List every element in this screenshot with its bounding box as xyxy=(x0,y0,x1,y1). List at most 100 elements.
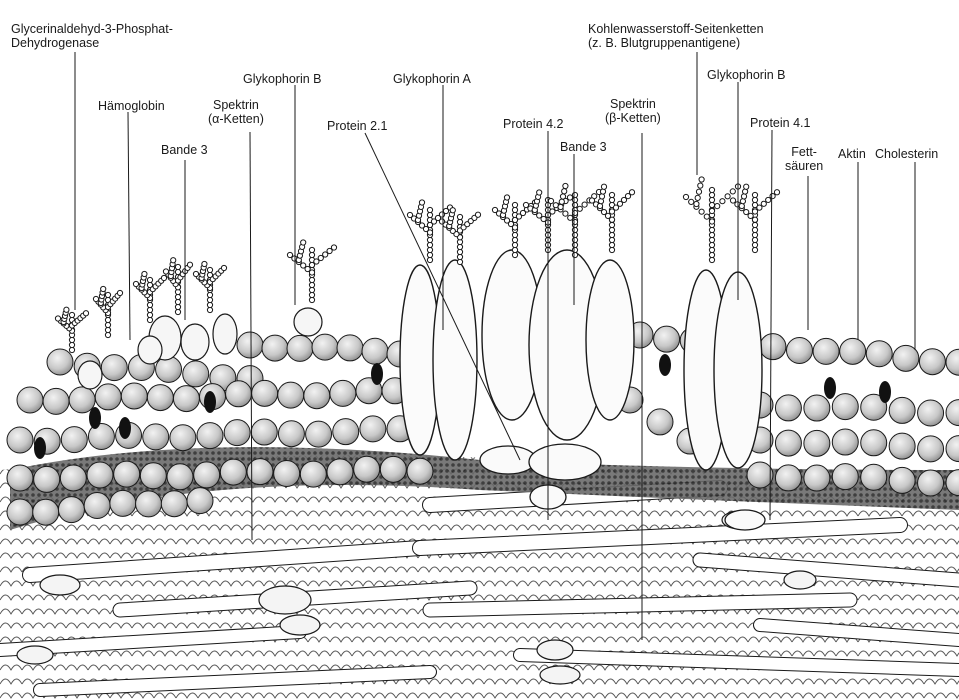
carbohydrate-unit xyxy=(709,247,714,252)
lipid-head xyxy=(775,395,801,421)
lipid-head xyxy=(804,395,830,421)
cholesterol-molecule xyxy=(89,407,101,429)
lipid-head xyxy=(7,465,33,491)
carbohydrate-unit xyxy=(730,189,735,194)
label-glykophorin-b-right: Glykophorin B xyxy=(707,68,786,82)
lipid-head xyxy=(312,334,338,360)
lipid-head xyxy=(407,458,433,484)
carbohydrate-unit xyxy=(709,219,714,224)
label-cholesterin: Cholesterin xyxy=(875,147,938,161)
protein-complex xyxy=(725,510,765,530)
carbohydrate-unit xyxy=(427,257,432,262)
lipid-head xyxy=(946,400,959,426)
lipid-head xyxy=(156,356,182,382)
lipid-head xyxy=(760,334,786,360)
lipid-head xyxy=(327,459,353,485)
lipid-head xyxy=(832,464,858,490)
lipid-head xyxy=(861,430,887,456)
carbohydrate-unit xyxy=(752,222,757,227)
lipid-head xyxy=(647,409,673,435)
carbohydrate-unit xyxy=(117,290,122,295)
carbohydrate-unit xyxy=(572,219,577,224)
carbohydrate-unit xyxy=(175,309,180,314)
cytoskeleton-node xyxy=(40,575,80,595)
carbohydrate-unit xyxy=(419,200,424,205)
lipid-head xyxy=(889,397,915,423)
cholesterol-molecule xyxy=(119,417,131,439)
carbohydrate-unit xyxy=(105,317,110,322)
carbohydrate-unit xyxy=(450,208,455,213)
carbohydrate-unit xyxy=(752,237,757,242)
carbohydrate-unit xyxy=(309,287,314,292)
carbohydrate-unit xyxy=(55,316,60,321)
cytoskeleton-node xyxy=(537,640,573,660)
carbohydrate-unit xyxy=(715,204,720,209)
carbohydrate-unit xyxy=(698,183,703,188)
cytoskeleton-node xyxy=(17,646,53,664)
carbohydrate-unit xyxy=(512,242,517,247)
carbohydrate-unit xyxy=(105,332,110,337)
lipid-head xyxy=(262,335,288,361)
lipid-head xyxy=(167,464,193,490)
carbohydrate-unit xyxy=(695,195,700,200)
carbohydrate-unit xyxy=(69,347,74,352)
lipid-head xyxy=(69,387,95,413)
carbohydrate-unit xyxy=(427,242,432,247)
lipid-head xyxy=(140,463,166,489)
carbohydrate-unit xyxy=(133,281,138,286)
carbohydrate-unit xyxy=(512,247,517,252)
lipid-head xyxy=(194,462,220,488)
carbohydrate-unit xyxy=(599,194,604,199)
lipid-head xyxy=(866,341,892,367)
carbohydrate-unit xyxy=(427,207,432,212)
lipid-head xyxy=(804,430,830,456)
carbohydrate-unit xyxy=(563,183,568,188)
carbohydrate-unit xyxy=(689,199,694,204)
surface-protein xyxy=(78,361,102,389)
label-haemoglobin: Hämoglobin xyxy=(98,99,165,113)
lipid-head xyxy=(84,492,110,518)
carbohydrate-unit xyxy=(83,311,88,316)
carbohydrate-unit xyxy=(609,227,614,232)
carbohydrate-unit xyxy=(572,202,577,207)
carbohydrate-unit xyxy=(427,247,432,252)
lipid-head xyxy=(60,465,86,491)
carbohydrate-unit xyxy=(427,252,432,257)
carbohydrate-unit xyxy=(752,192,757,197)
carbohydrate-unit xyxy=(105,322,110,327)
lipid-head xyxy=(918,470,944,496)
lipid-head xyxy=(226,381,252,407)
carbohydrate-unit xyxy=(696,189,701,194)
carbohydrate-unit xyxy=(427,212,432,217)
lipid-head xyxy=(654,326,680,352)
carbohydrate-unit xyxy=(287,252,292,257)
carbohydrate-unit xyxy=(202,261,207,266)
carbohydrate-unit xyxy=(523,202,528,207)
lipid-head xyxy=(889,433,915,459)
carbohydrate-unit xyxy=(407,212,412,217)
label-kohlenwasserstoff: Kohlenwasserstoff-Seitenketten(z. B. Blu… xyxy=(588,22,764,50)
carbohydrate-unit xyxy=(93,296,98,301)
carbohydrate-unit xyxy=(699,209,704,214)
cytoskeleton-node xyxy=(259,586,311,614)
carbohydrate-unit xyxy=(709,192,714,197)
carbohydrate-unit xyxy=(694,201,699,206)
lipid-head xyxy=(787,337,813,363)
lipid-head xyxy=(61,427,87,453)
carbohydrate-unit xyxy=(709,237,714,242)
lipid-head xyxy=(136,491,162,517)
lipid-head xyxy=(946,349,959,375)
lipid-head xyxy=(861,464,887,490)
carbohydrate-unit xyxy=(709,208,714,213)
carbohydrate-unit xyxy=(609,232,614,237)
carbohydrate-unit xyxy=(101,286,106,291)
carbohydrate-unit xyxy=(105,292,110,297)
carbohydrate-unit xyxy=(309,277,314,282)
carbohydrate-unit xyxy=(744,184,749,189)
carbohydrate-unit xyxy=(558,204,563,209)
transmembrane-protein xyxy=(586,260,634,420)
carbohydrate-unit xyxy=(69,342,74,347)
carbohydrate-unit xyxy=(709,197,714,202)
carbohydrate-unit xyxy=(572,232,577,237)
lipid-head xyxy=(747,462,773,488)
